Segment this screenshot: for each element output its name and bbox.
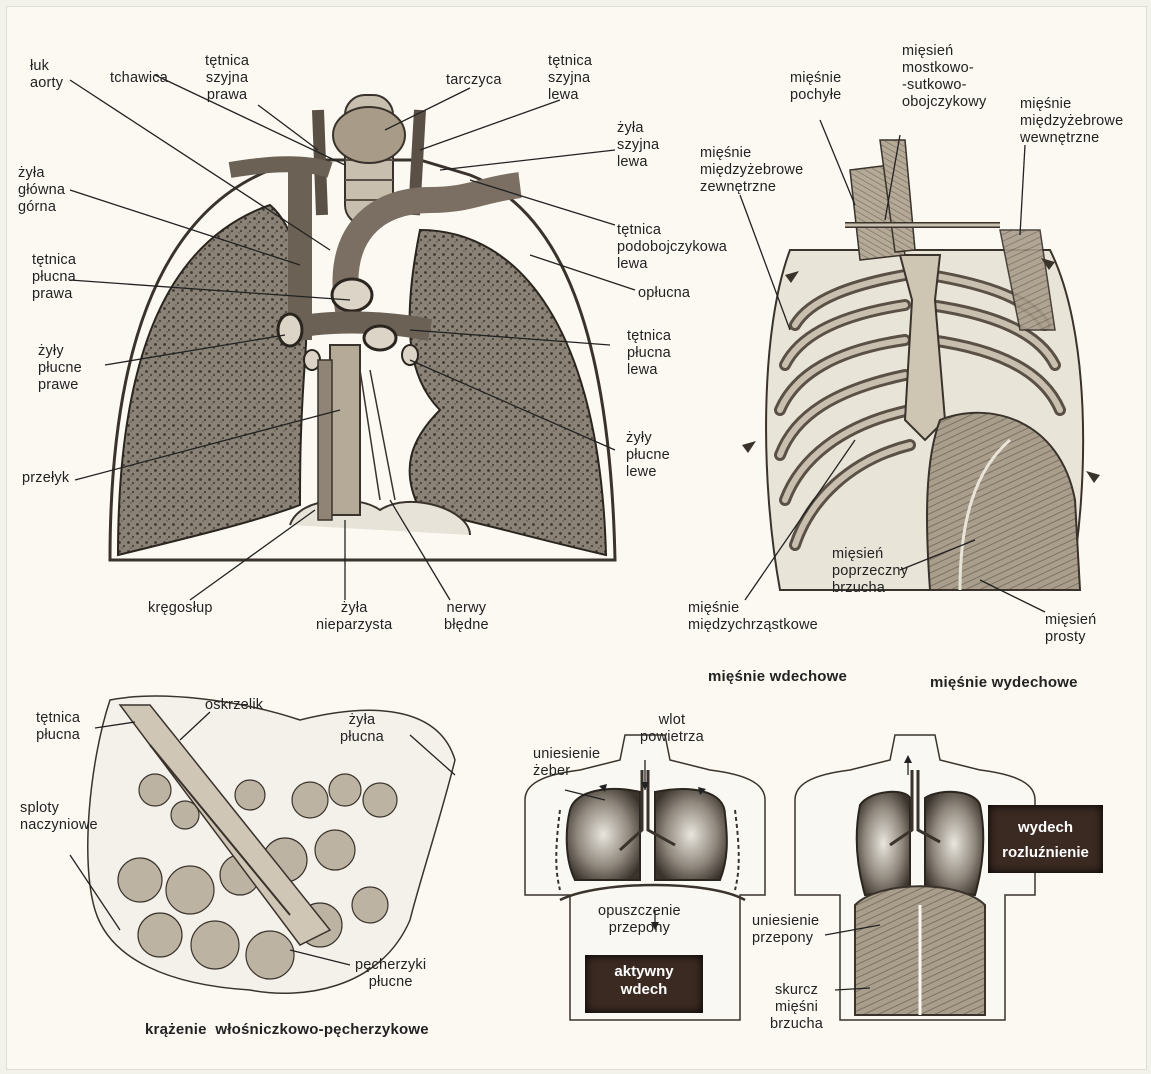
- box-aktywny-wdech: aktywny wdech: [585, 955, 703, 1013]
- label-uniesienie-zeber: uniesienie żeber: [533, 746, 600, 780]
- label-przelyk: przełyk: [22, 470, 69, 487]
- label-tchawica: tchawica: [110, 70, 168, 87]
- label-pecherzyki-plucne: pęcherzyki płucne: [355, 957, 426, 991]
- label-zyly-plucne-prawe: żyły płucne prawe: [38, 343, 82, 394]
- label-miesien-prosty: mięsień prosty: [1045, 612, 1096, 646]
- label-tetnica-szyjna-lewa: tętnica szyjna lewa: [548, 53, 592, 104]
- label-sploty-naczyniowe: sploty naczyniowe: [20, 800, 98, 834]
- ribcage-illustration: [742, 140, 1100, 590]
- label-tetnica-podobojczykowa-lewa: tętnica podobojczykowa lewa: [617, 222, 727, 273]
- spine: [318, 360, 332, 520]
- label-miesien-mostkowo-sutkowo-obojczykowy: mięsień mostkowo- -sutkowo- obojczykowy: [902, 43, 986, 111]
- label-miesien-poprzeczny-brzucha: mięsień poprzeczny brzucha: [832, 546, 908, 597]
- label-miesnie-miedzyzebrowe-zewnetrzne: mięśnie międzyżebrowe zewnętrzne: [700, 145, 803, 196]
- breathing-exhale-illustration: [795, 735, 1035, 1020]
- label-tetnica-plucna: tętnica płucna: [36, 710, 80, 744]
- caption-krazenie: krążenie włośniczkowo-pęcherzykowe: [145, 1021, 429, 1038]
- label-zyla-szyjna-lewa: żyła szyjna lewa: [617, 120, 659, 171]
- label-wlot-powietrza: wlot powietrza: [640, 712, 704, 746]
- box-aktywny-wdech-line2: wdech: [585, 981, 703, 999]
- box-wydech-line1: wydech: [988, 815, 1103, 840]
- heart-lungs-illustration: [110, 95, 615, 560]
- label-zyla-glowna-gorna: żyła główna górna: [18, 165, 65, 216]
- label-tetnica-plucna-prawa: tętnica płucna prawa: [32, 252, 76, 303]
- label-zyla-nieparzysta: żyła nieparzysta: [316, 600, 392, 634]
- label-opuszczenie-przepony: opuszczenie przepony: [598, 903, 681, 937]
- label-uniesienie-przepony: uniesienie przepony: [752, 913, 819, 947]
- label-tetnica-szyjna-prawa: tętnica szyjna prawa: [205, 53, 249, 104]
- esophagus: [330, 345, 360, 515]
- box-wydech-rozluznienie: wydech rozluźnienie: [988, 805, 1103, 873]
- label-oplucna: opłucna: [638, 285, 690, 302]
- label-tarczyca: tarczyca: [446, 72, 502, 89]
- label-luk-aorty: łuk aorty: [30, 58, 63, 92]
- thyroid: [333, 107, 405, 163]
- label-skurcz-miesni-brzucha: skurcz mięśni brzucha: [770, 982, 823, 1033]
- label-nerwy-bledne: nerwy błędne: [444, 600, 489, 634]
- label-oskrzelik: oskrzelik: [205, 697, 263, 714]
- pulmonary-artery: [285, 323, 430, 331]
- label-miesnie-miedzychrzastkowe: mięśnie międzychrząstkowe: [688, 600, 818, 634]
- caption-miesnie-wdechowe: mięśnie wdechowe: [708, 668, 847, 685]
- label-zyla-plucna: żyła płucna: [340, 712, 384, 746]
- box-aktywny-wdech-line1: aktywny: [585, 963, 703, 981]
- label-kregoslup: kręgosłup: [148, 600, 213, 617]
- alveoli-illustration: [88, 696, 455, 993]
- box-wydech-line2: rozluźnienie: [988, 840, 1103, 865]
- label-tetnica-plucna-lewa: tętnica płucna lewa: [627, 328, 671, 379]
- label-miesnie-miedzyzebrowe-wewnetrzne: mięśnie międzyżebrowe wewnętrzne: [1020, 96, 1123, 147]
- caption-miesnie-wydechowe: mięśnie wydechowe: [930, 674, 1078, 691]
- label-miesnie-pochyle: mięśnie pochyłe: [790, 70, 841, 104]
- label-zyly-plucne-lewe: żyły płucne lewe: [626, 430, 670, 481]
